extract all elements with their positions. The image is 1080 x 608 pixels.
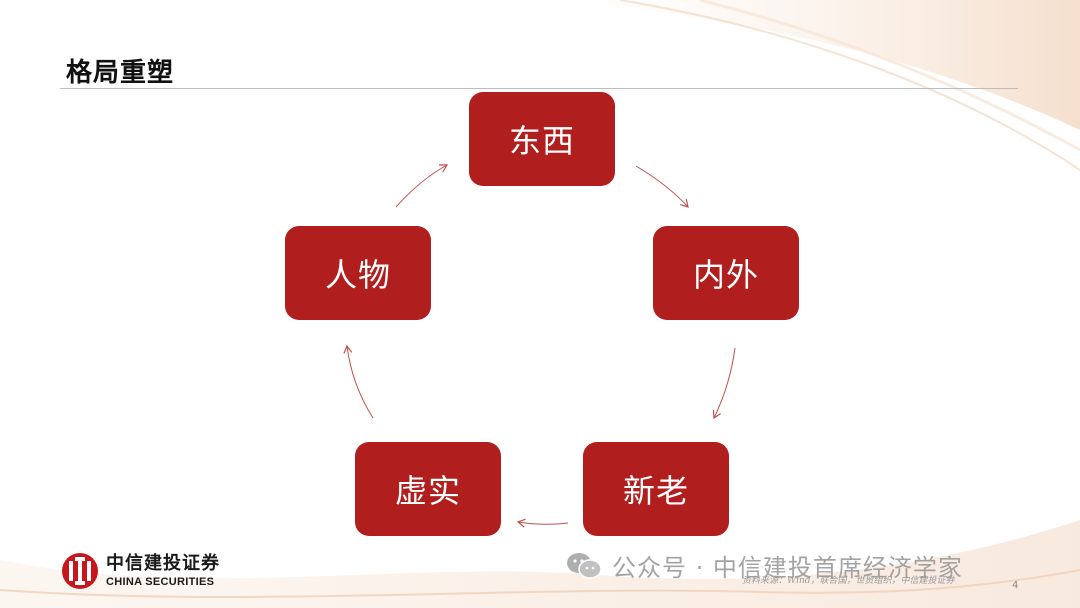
node-right: 内外 xyxy=(653,226,799,320)
logo-name-en: CHINA SECURITIES xyxy=(106,575,215,588)
title-divider xyxy=(60,88,1018,89)
arrow-left-to-top xyxy=(395,164,449,208)
arrow-bottom-left-to-left xyxy=(343,344,374,419)
wechat-watermark: 公众号 · 中信建投首席经济学家 xyxy=(566,548,963,583)
page-number: 4 xyxy=(1012,580,1019,591)
arrow-top-to-right xyxy=(635,165,689,208)
node-top: 东西 xyxy=(469,92,615,186)
wechat-icon xyxy=(567,552,602,579)
page-title: 格局重塑 xyxy=(66,58,175,88)
arrow-right-to-bottom-right xyxy=(712,347,736,420)
company-logo: 中信建投证券 CHINA SECURITIES xyxy=(60,551,220,591)
node-left: 人物 xyxy=(285,226,431,320)
logo-name-cn: 中信建投证券 xyxy=(106,552,220,574)
citic-emblem-icon xyxy=(62,553,98,589)
node-bottom-right: 新老 xyxy=(583,442,729,536)
source-note: 资料来源：Wind，联合国，世贸组织，中信建投证券 xyxy=(742,576,955,586)
watermark-text: 公众号 · 中信建投首席经济学家 xyxy=(612,554,963,582)
node-bottom-left: 虚实 xyxy=(355,442,501,536)
arrow-bottom-right-to-bottom-left xyxy=(516,518,569,528)
